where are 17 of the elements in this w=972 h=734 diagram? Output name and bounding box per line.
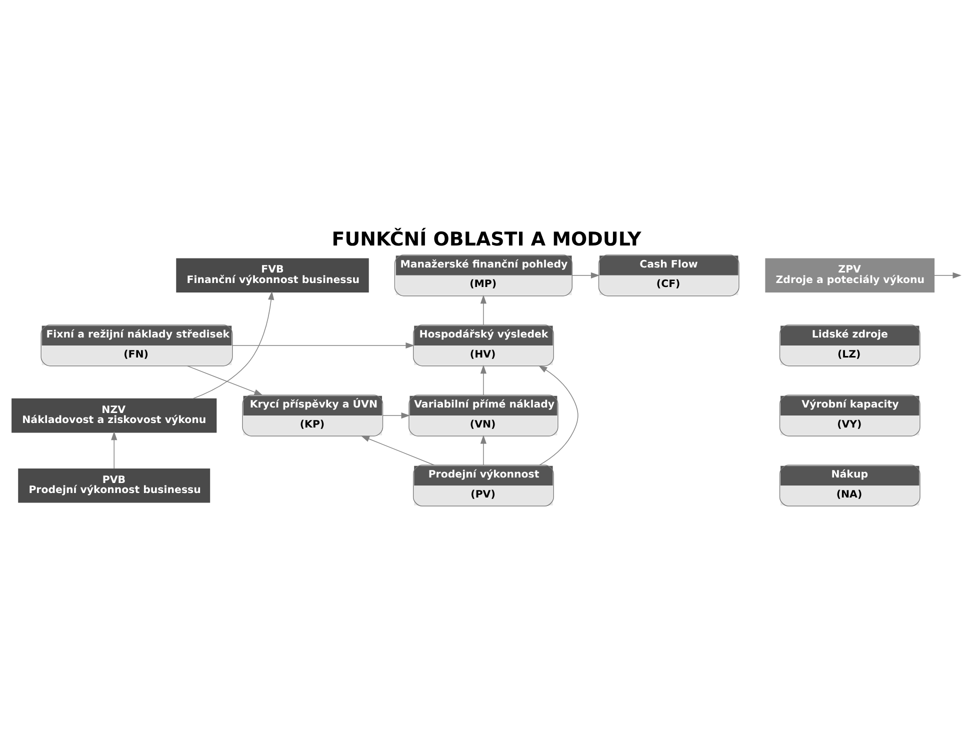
arrow [192, 291, 274, 400]
arrow [571, 272, 600, 278]
arrow [538, 365, 578, 466]
arrow [110, 431, 117, 469]
arrow [186, 366, 263, 396]
node-box: NZV Nákladovost a ziskovost výkonu [11, 398, 216, 433]
arrow [934, 272, 961, 278]
node-box: ZPV Zdroje a poteciály výkonu [764, 258, 934, 293]
arrow [232, 342, 414, 349]
arrow [360, 436, 434, 466]
arrow [480, 364, 486, 396]
arrow [480, 294, 486, 326]
arrow [480, 434, 486, 466]
node-box: PVB Prodejní výkonnost businessu [18, 468, 210, 503]
diagram-title: FUNKČNÍ OBLASTI A MODULY [331, 228, 641, 250]
arrow [382, 412, 410, 419]
node-box: FVB Finanční výkonnost businessu [176, 258, 368, 293]
